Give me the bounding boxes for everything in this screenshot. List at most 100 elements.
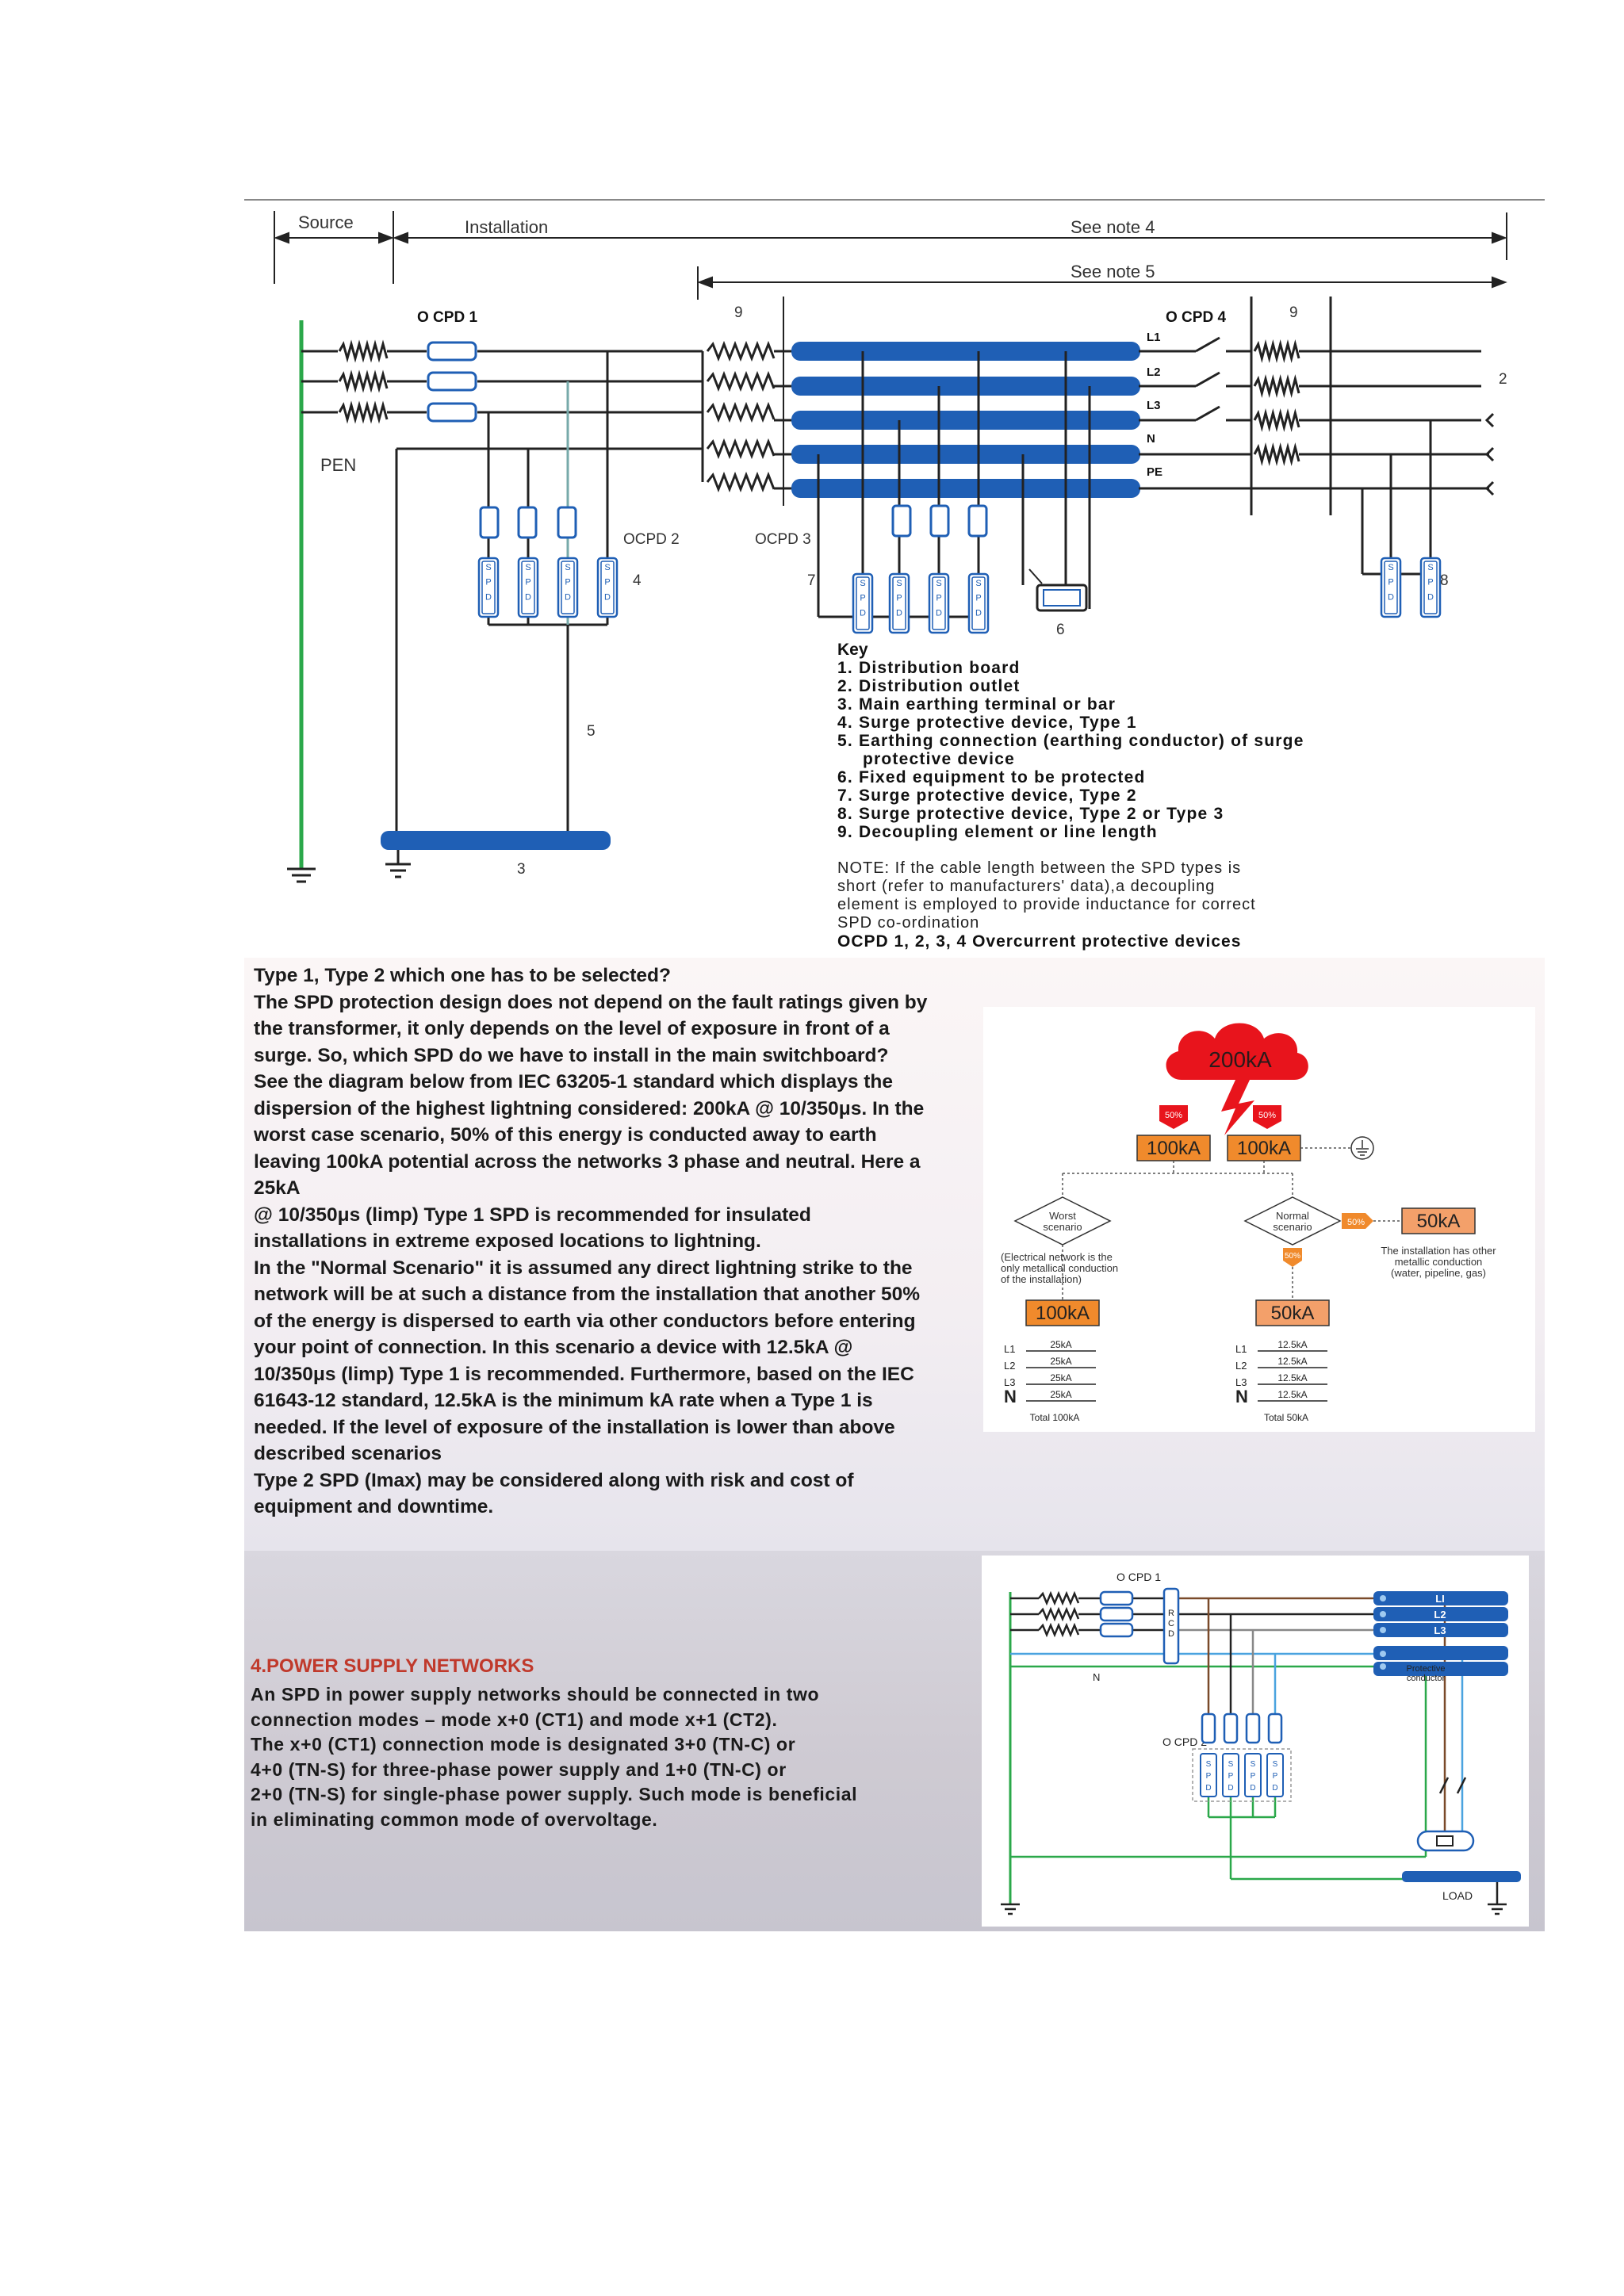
svg-text:S: S: [1206, 1760, 1212, 1769]
see-note4-label: See note 4: [1071, 217, 1155, 237]
power-supply-networks-section: 4.POWER SUPPLY NETWORKS An SPD in power …: [244, 1551, 1545, 1931]
spd-type2-3: SPD: [967, 572, 990, 634]
net-n-label: N: [1093, 1671, 1100, 1683]
bus-l3-label: L3: [1147, 399, 1161, 412]
svg-text:P: P: [525, 578, 530, 587]
svg-text:P: P: [565, 578, 570, 587]
article-paragraph: The SPD protection design does not depen…: [254, 991, 928, 1066]
svg-text:S: S: [565, 563, 570, 572]
network-connection-diagram: O CPD 1 O CPD 2: [982, 1556, 1529, 1927]
svg-text:P: P: [1388, 578, 1393, 587]
bus-l2-label: L2: [1147, 365, 1161, 379]
svg-text:S: S: [1388, 563, 1393, 572]
lightning-dispersion-drawing: 200kA 50% 50% 100kA 100kA: [1001, 1023, 1496, 1423]
ref-9a: 9: [734, 304, 743, 321]
worst-label-1: Worst: [1049, 1210, 1076, 1222]
busbar-3: [791, 445, 1140, 464]
svg-text:D: D: [565, 592, 571, 602]
net-busbar-4: [1373, 1662, 1508, 1676]
svg-text:S: S: [975, 579, 981, 588]
svg-text:D: D: [485, 592, 492, 602]
networks-body: An SPD in power supply networks should b…: [251, 1682, 948, 1832]
ref-2: 2: [1499, 371, 1507, 388]
key-item: 1. Distribution board: [837, 659, 1021, 677]
svg-text:S: S: [1228, 1760, 1234, 1769]
spd-type1-1: SPD: [517, 557, 539, 618]
spd-type3-1: SPD: [1419, 557, 1442, 618]
svg-text:D: D: [1388, 592, 1394, 602]
lightning-dispersion-diagram: 200kA 50% 50% 100kA 100kA: [983, 1007, 1535, 1432]
svg-text:S: S: [1273, 1760, 1278, 1769]
protective-label-1: Protective: [1407, 1664, 1446, 1674]
load-label: LOAD: [1442, 1889, 1473, 1902]
left-box-value: 100kA: [1036, 1303, 1090, 1324]
svg-text:S: S: [936, 579, 941, 588]
svg-text:S: S: [896, 579, 902, 588]
article-paragraph: See the diagram below from IEC 63205-1 s…: [254, 1071, 925, 1199]
spd-type2-0: SPD: [852, 572, 874, 634]
networks-line: An SPD in power supply networks should b…: [251, 1684, 820, 1705]
normal-value-2: 12.5kA: [1277, 1372, 1307, 1383]
normal-value-1: 12.5kA: [1277, 1356, 1307, 1367]
svg-text:D: D: [1228, 1784, 1233, 1793]
bus-pe-label: PE: [1147, 465, 1162, 479]
pct-right: 50%: [1258, 1111, 1276, 1120]
networks-line: The x+0 (CT1) connection mode is designa…: [251, 1734, 796, 1755]
pen-label: PEN: [320, 455, 356, 475]
net-ocpd1-label: O CPD 1: [1116, 1571, 1161, 1583]
svg-text:D: D: [975, 608, 982, 618]
svg-text:D: D: [1250, 1784, 1255, 1793]
top-right-value: 100kA: [1237, 1138, 1291, 1159]
normal-phase-3: N: [1235, 1387, 1248, 1406]
busbar-0: [791, 342, 1140, 361]
svg-text:D: D: [1205, 1784, 1211, 1793]
svg-text:D: D: [525, 592, 531, 602]
ocpd2-label: OCPD 2: [623, 531, 680, 548]
net-bus-label-2: L3: [1434, 1624, 1446, 1636]
net-busbar-0: [1373, 1591, 1508, 1605]
svg-text:S: S: [1251, 1760, 1256, 1769]
protective-label-2: conductor: [1407, 1674, 1446, 1683]
top-left-value: 100kA: [1147, 1138, 1201, 1159]
net-bus-label-1: L2: [1434, 1609, 1446, 1621]
svg-text:P: P: [1427, 578, 1433, 587]
worst-label-2: scenario: [1043, 1221, 1082, 1233]
normal-label-2: scenario: [1273, 1221, 1312, 1233]
ocpd4-label: O CPD 4: [1166, 309, 1226, 326]
article-paragraph: In the "Normal Scenario" it is assumed a…: [254, 1257, 920, 1465]
svg-text:D: D: [1272, 1784, 1277, 1793]
article-paragraph: Type 2 SPD (Imax) may be considered alon…: [254, 1469, 854, 1518]
key-item: 5. Earthing connection (earthing conduct…: [837, 732, 1304, 750]
ref-3: 3: [517, 861, 526, 878]
busbar-4: [791, 479, 1140, 498]
svg-text:D: D: [860, 608, 866, 618]
ocpd-definition: OCPD 1, 2, 3, 4 Overcurrent protective d…: [837, 932, 1242, 951]
worst-note-3: of the installation): [1001, 1273, 1082, 1285]
svg-text:D: D: [1427, 592, 1434, 602]
worst-value-0: 25kA: [1050, 1339, 1071, 1350]
article-body: Type 1, Type 2 which one has to be selec…: [254, 962, 928, 1521]
pct-side: 50%: [1347, 1218, 1365, 1227]
worst-value-1: 25kA: [1050, 1356, 1071, 1367]
net-ocpd2-label: O CPD 2: [1162, 1735, 1207, 1748]
note-line: short (refer to manufacturers' data),a d…: [837, 878, 1216, 895]
svg-text:S: S: [525, 563, 530, 572]
key-item: 6. Fixed equipment to be protected: [837, 768, 1146, 786]
side-note-2: metallic conduction: [1395, 1256, 1483, 1268]
ref-9b: 9: [1289, 304, 1298, 321]
spd-type2-2: SPD: [928, 572, 950, 634]
key-item: protective device: [863, 750, 1015, 768]
svg-text:D: D: [896, 608, 902, 618]
normal-total: Total 50kA: [1264, 1412, 1308, 1423]
worst-note-2: only metallical conduction: [1001, 1262, 1118, 1274]
key-item: 7. Surge protective device, Type 2: [837, 786, 1137, 805]
svg-text:P: P: [1251, 1772, 1256, 1781]
spd-selection-section: Type 1, Type 2 which one has to be selec…: [244, 958, 1545, 1551]
networks-heading: 4.POWER SUPPLY NETWORKS: [251, 1655, 534, 1677]
networks-line: connection modes – mode x+0 (CT1) and mo…: [251, 1709, 778, 1730]
bus-l1-label: L1: [1147, 331, 1161, 344]
worst-note-1: (Electrical network is the: [1001, 1251, 1113, 1263]
busbar-1: [791, 377, 1140, 396]
net-bus-label-0: LI: [1435, 1593, 1445, 1605]
